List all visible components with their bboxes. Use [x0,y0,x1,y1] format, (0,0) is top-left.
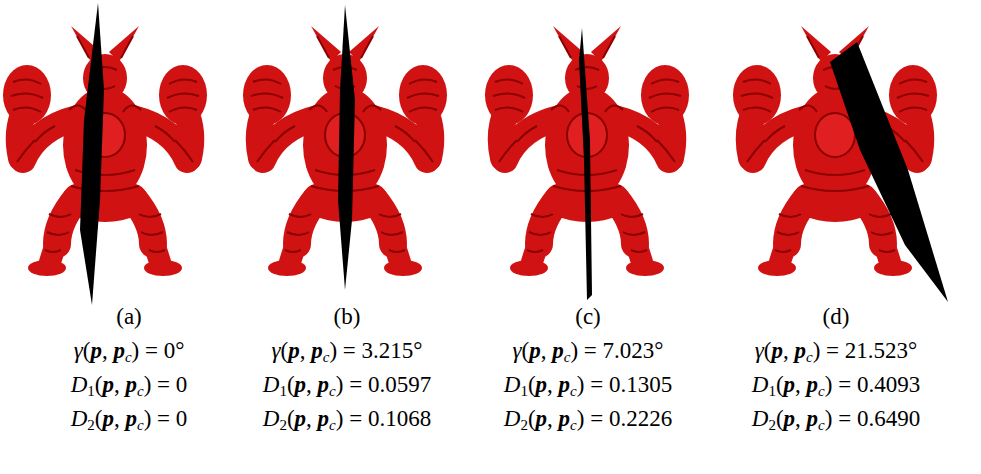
metric-value: γ(p, pc) = 7.023° [463,336,713,366]
metric-value: D1(p, pc) = 0 [4,370,254,400]
subfigure-label: (b) [222,302,472,332]
subfigure-label: (c) [463,302,713,332]
subfigure-label: (a) [4,302,254,332]
subfigure-label: (d) [711,302,961,332]
metric-value: γ(p, pc) = 3.215° [222,336,472,366]
metric-value: γ(p, pc) = 21.523° [711,336,961,366]
metric-value: D1(p, pc) = 0.4093 [711,370,961,400]
armadillo-model [3,26,207,276]
metric-value: D2(p, pc) = 0.2226 [463,404,713,434]
metric-value: D2(p, pc) = 0.6490 [711,404,961,434]
metric-value: D1(p, pc) = 0.1305 [463,370,713,400]
metric-value: γ(p, pc) = 0° [4,336,254,366]
symmetry-plane [830,42,948,302]
metric-value: D1(p, pc) = 0.0597 [222,370,472,400]
symmetry-plane [579,28,592,300]
symmetry-plane [80,3,104,305]
metric-value: D2(p, pc) = 0.1068 [222,404,472,434]
symmetry-plane [338,5,355,290]
metric-value: D2(p, pc) = 0 [4,404,254,434]
